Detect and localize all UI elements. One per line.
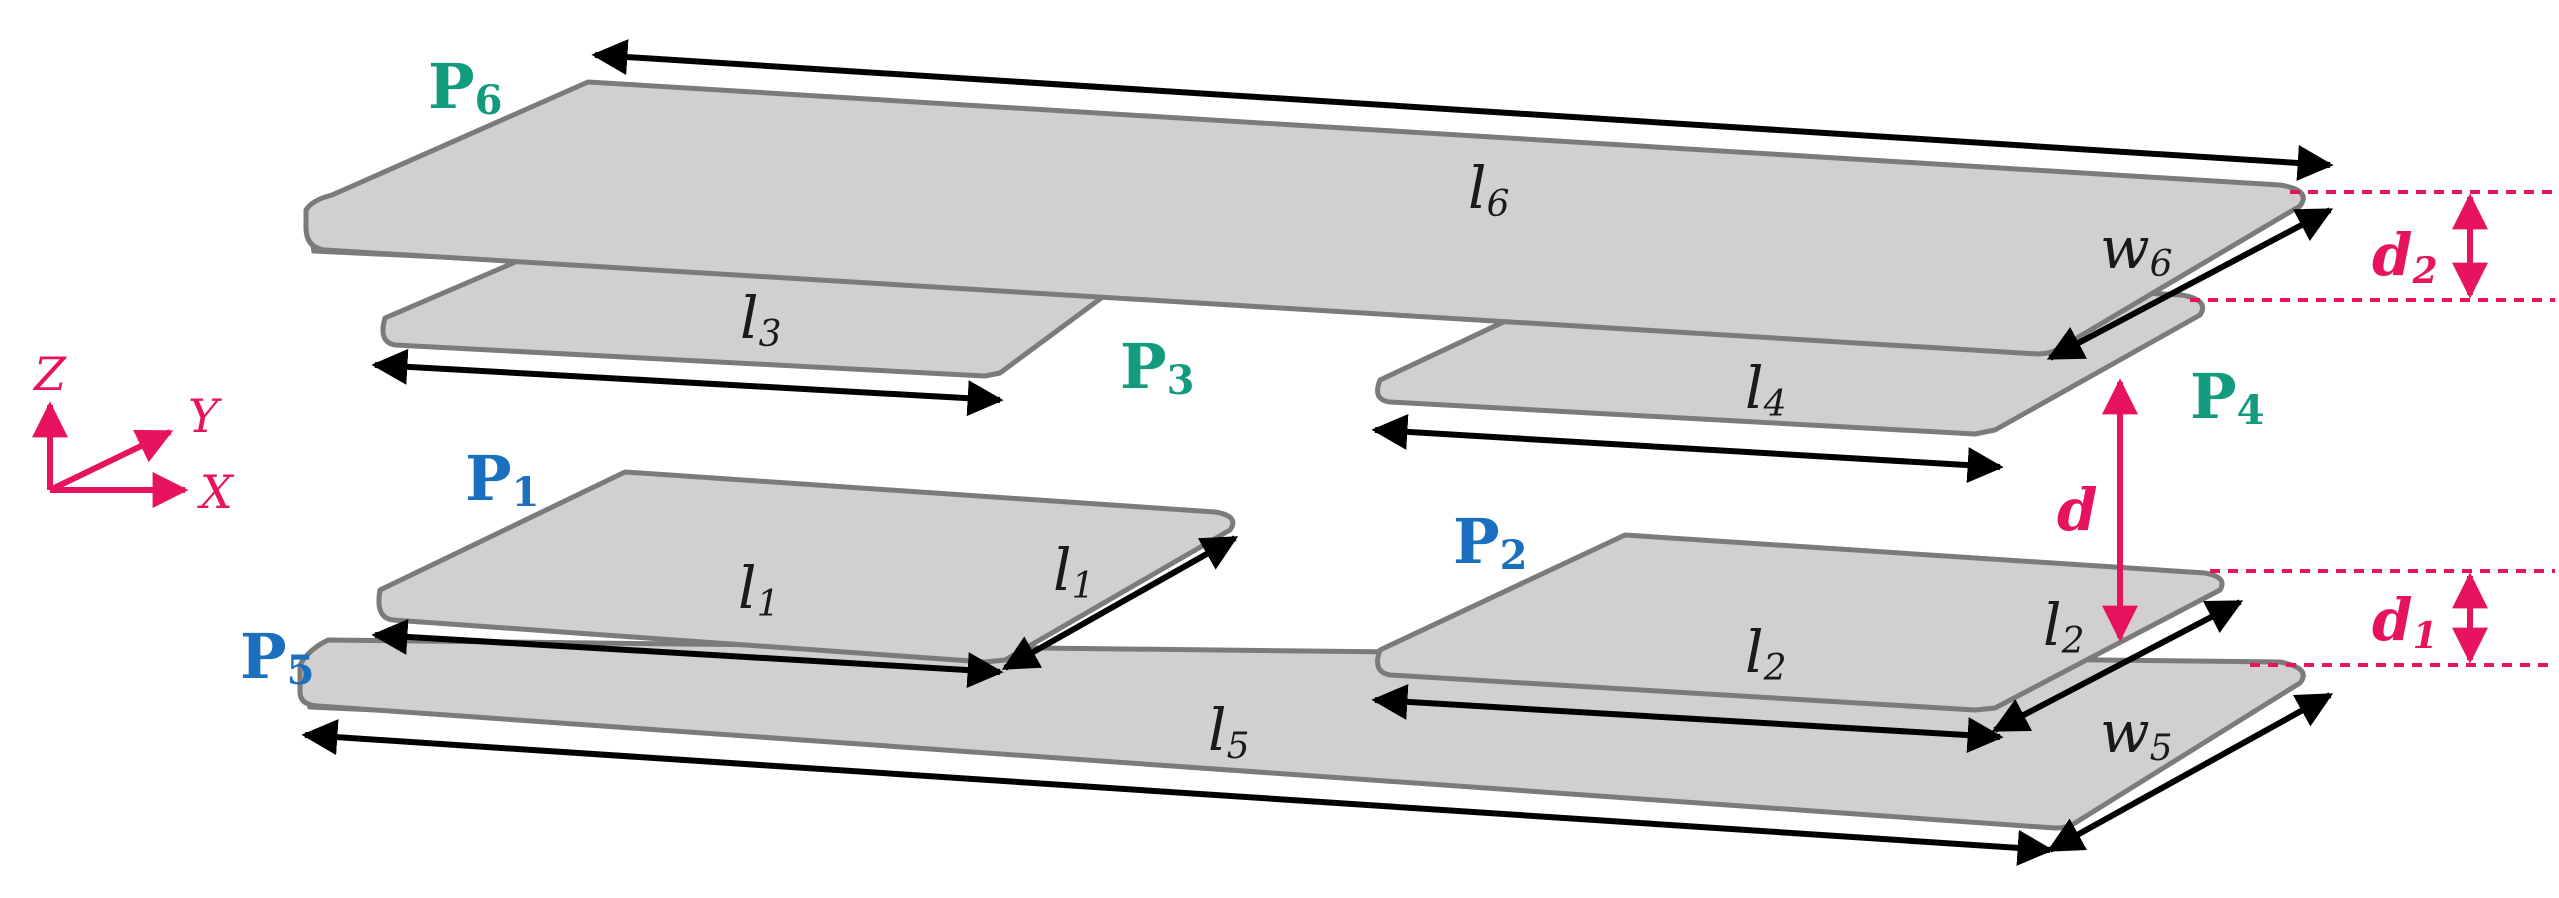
label-d1: d1 [2372,586,2438,657]
separation-markers [2102,190,2555,667]
label-d2: d2 [2372,221,2438,292]
arrow-l5 [301,719,2054,866]
y-axis-arrow [48,429,174,493]
label-l2-length: l2 [1745,618,1786,689]
label-l4: l4 [1745,354,1786,425]
port-labels: P6 P3 P4 P1 P2 P5 [240,50,2264,694]
port-label-p6: P6 [428,50,502,124]
label-l6: l6 [1468,154,1509,225]
arrow-l3 [371,348,1004,417]
x-axis-label: X [197,465,235,519]
label-l2-width: l2 [2043,591,2084,662]
dimension-labels: l6 w6 l3 l4 l1 l1 l2 l2 l5 w5 d d2 [738,154,2438,769]
label-l3: l3 [740,284,781,355]
port-label-p3: P3 [1120,330,1194,404]
arrow-l6 [591,39,2334,181]
label-d: d [2057,476,2098,544]
label-l1-width: l1 [1053,536,1094,607]
port-label-p2: P2 [1453,505,1527,579]
arrow-l2-width [1991,599,2244,733]
arrow-l1-width [1001,535,1239,671]
arrow-l1-length [371,618,1004,689]
coordinate-axes: Z Y X [31,347,235,519]
label-w6: w6 [2100,214,2173,285]
dimension-arrows [301,39,2334,866]
label-l1-length: l1 [738,554,779,625]
port-label-p1: P1 [465,442,539,516]
z-axis-label: Z [32,347,67,401]
arrow-w5 [2046,692,2334,853]
port-label-p4: P4 [2190,360,2264,434]
label-w5: w5 [2100,698,2173,769]
arrow-l4 [1371,413,2004,484]
y-axis-label: Y [188,389,223,443]
arrow-w6 [2046,207,2334,361]
label-l5: l5 [1208,696,1249,767]
port-label-p5: P5 [240,620,314,694]
